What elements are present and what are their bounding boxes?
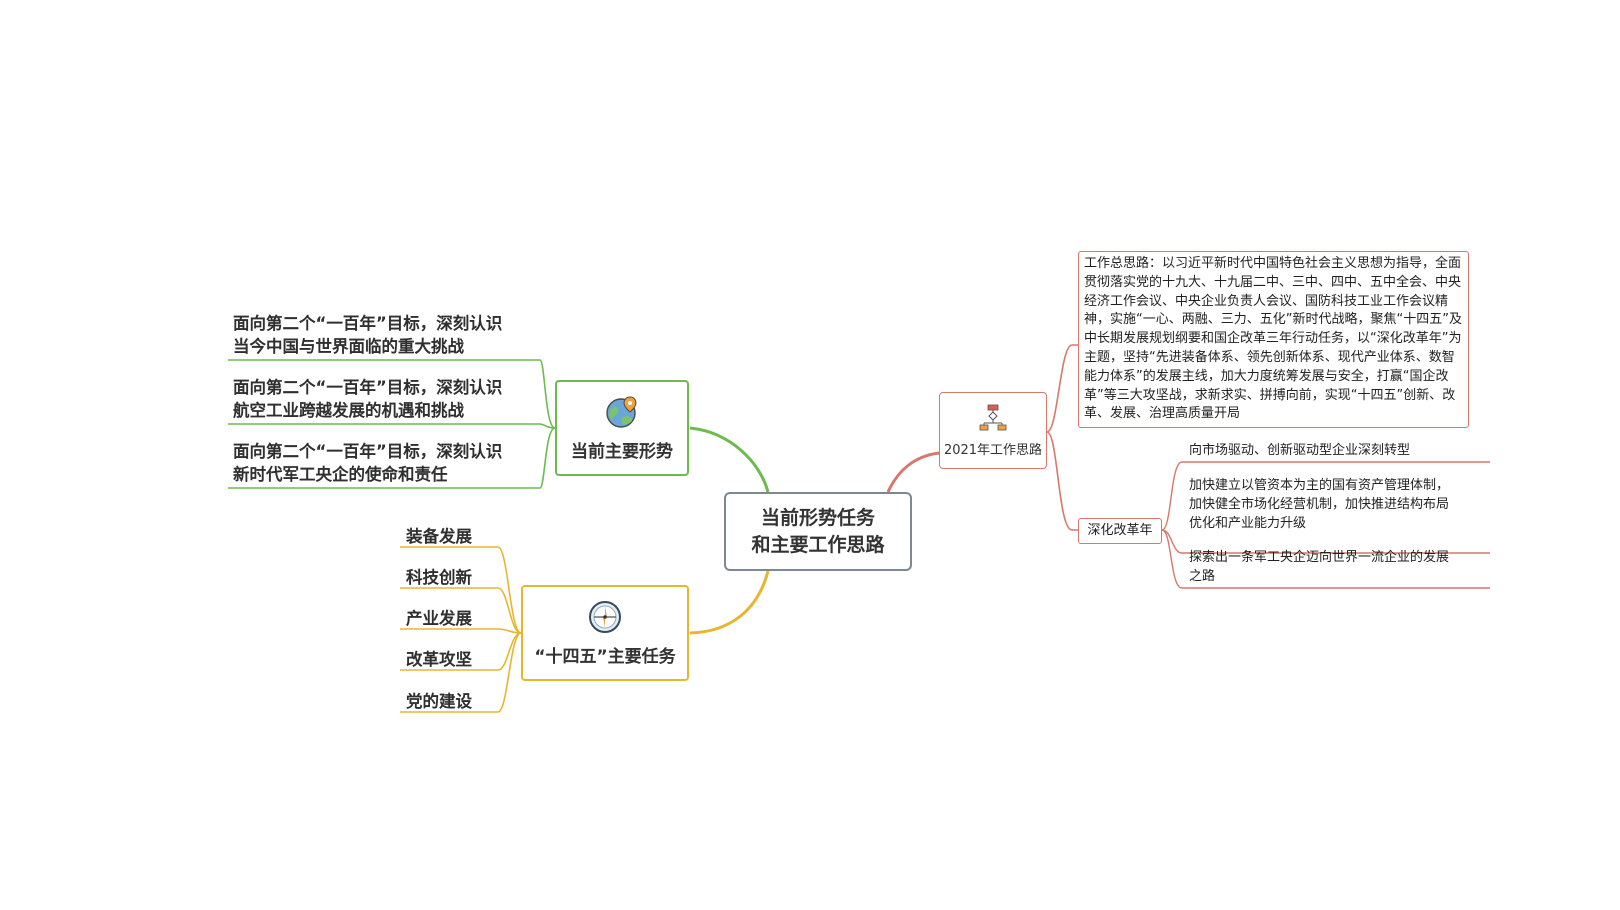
topic-label: “十四五”主要任务 xyxy=(534,646,676,667)
reform-item-1[interactable]: 向市场驱动、创新驱动型企业深刻转型 xyxy=(1189,443,1411,458)
topic-label: 当前主要形势 xyxy=(571,441,673,462)
situation-item-1[interactable]: 面向第二个“一百年”目标，深刻认识 当今中国与世界面临的重大挑战 xyxy=(233,314,503,356)
overall-thinking-box[interactable]: 工作总思路：以习近平新时代中国特色社会主义思想为指导，全面贯彻落实党的十九大、十… xyxy=(1078,251,1469,428)
reform-year-label: 深化改革年 xyxy=(1087,522,1153,538)
reform-item-2[interactable]: 加快建立以管资本为主的国有资产管理体制， 加快健全市场化经营机制，加快推进结构布… xyxy=(1189,478,1450,531)
connector-central-tasks xyxy=(689,570,770,635)
compass-icon xyxy=(589,600,621,633)
globe-location-icon xyxy=(606,395,637,428)
topic-current-situation[interactable]: 当前主要形势 xyxy=(555,380,689,476)
task-item-5[interactable]: 党的建设 xyxy=(406,692,472,711)
topic-label: 2021年工作思路 xyxy=(943,443,1043,458)
connector-central-situation xyxy=(689,426,770,493)
task-item-4[interactable]: 改革攻坚 xyxy=(406,650,472,669)
task-item-2[interactable]: 科技创新 xyxy=(406,568,472,587)
reform-item-3[interactable]: 探索出一条军工央企迈向世界一流企业的发展 之路 xyxy=(1189,550,1450,584)
flowchart-icon xyxy=(979,404,1007,431)
situation-item-2[interactable]: 面向第二个“一百年”目标，深刻认识 航空工业跨越发展的机遇和挑战 xyxy=(233,378,503,420)
topic-main-tasks[interactable]: “十四五”主要任务 xyxy=(521,585,689,681)
overall-thinking-text: 工作总思路：以习近平新时代中国特色社会主义思想为指导，全面贯彻落实党的十九大、十… xyxy=(1084,256,1462,422)
task-item-3[interactable]: 产业发展 xyxy=(406,609,472,628)
connector-central-thinking xyxy=(886,451,940,493)
task-item-1[interactable]: 装备发展 xyxy=(406,527,472,546)
situation-item-3[interactable]: 面向第二个“一百年”目标，深刻认识 新时代军工央企的使命和责任 xyxy=(233,442,503,484)
reform-year-node[interactable]: 深化改革年 xyxy=(1078,518,1162,544)
central-topic[interactable]: 当前形势任务 和主要工作思路 xyxy=(724,492,912,571)
topic-2021-work-thinking[interactable]: 2021年工作思路 xyxy=(939,392,1047,469)
